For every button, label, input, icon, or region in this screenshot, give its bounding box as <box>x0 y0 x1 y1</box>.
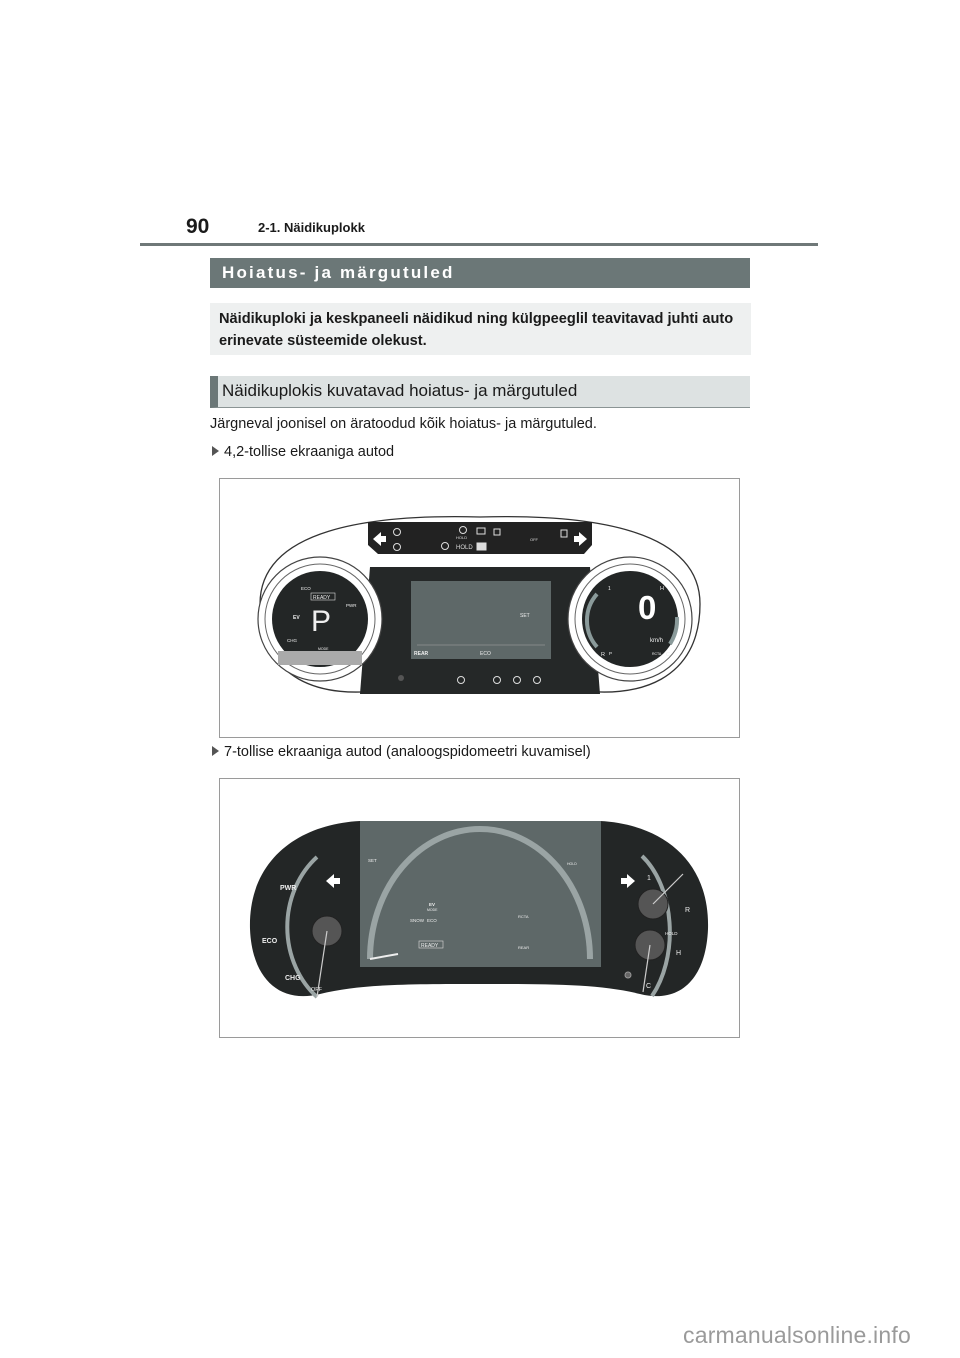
eco-label: ECO <box>480 651 491 657</box>
speed-arc <box>367 826 593 960</box>
r-mark: R <box>685 907 690 914</box>
section-heading: Näidikuplokis kuvatavad hoiatus- ja märg… <box>210 376 750 408</box>
rear-label: REAR <box>414 651 429 657</box>
page-number: 90 <box>186 215 210 238</box>
triangle-bullet-icon <box>212 746 219 756</box>
eco-mode-label: ECO <box>427 918 437 923</box>
multi-info-display <box>411 581 551 659</box>
hold-label: HOLD <box>665 931 678 936</box>
ev-mode-indicator: MODE <box>318 647 329 651</box>
c-mark: C <box>646 983 651 990</box>
power-meter <box>272 571 368 667</box>
left-turn-arrow-icon <box>373 532 386 546</box>
shift-position: P <box>311 605 331 638</box>
hold-label: HOLD <box>456 535 467 540</box>
center-display <box>360 821 601 967</box>
cluster-illustration: HOLD HOLD OFF SET REAR ECO ECO READY P P… <box>257 516 701 694</box>
indicator-icons <box>393 526 568 551</box>
chg-zone-label: CHG <box>287 638 297 643</box>
bottom-warning-icons <box>398 675 541 684</box>
triangle-bullet-icon <box>212 446 219 456</box>
ev-mode-label: MODE <box>427 908 438 912</box>
fuel-gauge-mark: 1 <box>608 586 611 592</box>
ev-indicator: EV <box>293 615 300 621</box>
pwr-zone-label: PWR <box>280 885 296 892</box>
eco-zone-label: ECO <box>301 586 311 591</box>
body-paragraph: Järgneval joonisel on äratoodud kõik hoi… <box>210 416 597 432</box>
speed-readout: 0 <box>638 589 656 626</box>
speed-needle <box>369 953 399 960</box>
off-mark: OFF <box>311 987 323 993</box>
cluster-illustration: SET SNOW ECO EV MODE READY RCTA REAR HOL… <box>249 821 709 999</box>
eco-zone-label: ECO <box>262 938 278 945</box>
ready-indicator: READY <box>421 943 439 949</box>
speedometer <box>582 571 678 667</box>
right-turn-arrow-icon <box>621 874 635 888</box>
page-title: Hoiatus- ja märgutuled <box>210 258 750 288</box>
rcta-off-indicator: RCTA <box>518 914 529 919</box>
c-mark: C <box>666 652 670 658</box>
rear-label: REAR <box>518 945 529 950</box>
snow-mode-label: SNOW <box>410 918 425 923</box>
watermark: carmanualsonline.info <box>683 1322 911 1348</box>
r-mark: R <box>601 652 605 658</box>
bullet-item: 7-tollise ekraaniga autod (analoogspidom… <box>212 744 591 760</box>
fuel-temp-arc <box>640 854 672 998</box>
power-meter-arc <box>285 855 319 999</box>
set-label: SET <box>368 858 377 863</box>
intro-summary: Näidikuploki ja keskpaneeli näidikud nin… <box>210 303 751 355</box>
hold-indicator: HOLD <box>567 862 577 866</box>
fuel-mark: 1 <box>647 875 651 882</box>
pwr-zone-label: PWR <box>346 603 357 608</box>
speed-unit: km/h <box>650 638 663 644</box>
figure-cluster-7inch: SET SNOW ECO EV MODE READY RCTA REAR HOL… <box>219 778 740 1038</box>
off-label: OFF <box>530 537 539 542</box>
hold-label-2: HOLD <box>456 545 473 551</box>
right-turn-arrow-icon <box>574 532 587 546</box>
bullet-text: 4,2-tollise ekraaniga autod <box>224 444 395 460</box>
h-mark: H <box>676 950 681 957</box>
set-label: SET <box>520 613 530 619</box>
bullet-text: 7-tollise ekraaniga autod (analoogspidom… <box>224 744 591 760</box>
bullet-item: 4,2-tollise ekraaniga autod <box>212 444 394 460</box>
rcta-off-indicator: RCTA <box>652 652 662 656</box>
chapter-title: 2-1. Näidikuplokk <box>258 220 365 235</box>
header-rule <box>140 243 818 246</box>
top-indicator-panel <box>368 522 592 554</box>
chg-zone-label: CHG <box>285 975 301 982</box>
temp-h-mark: H <box>660 586 664 592</box>
figure-cluster-4inch: HOLD HOLD OFF SET REAR ECO ECO READY P P… <box>219 478 740 738</box>
ev-label: EV <box>429 902 435 907</box>
left-turn-arrow-icon <box>326 874 340 888</box>
pcs-off-indicator: P <box>609 651 612 656</box>
ready-indicator: READY <box>313 595 331 601</box>
